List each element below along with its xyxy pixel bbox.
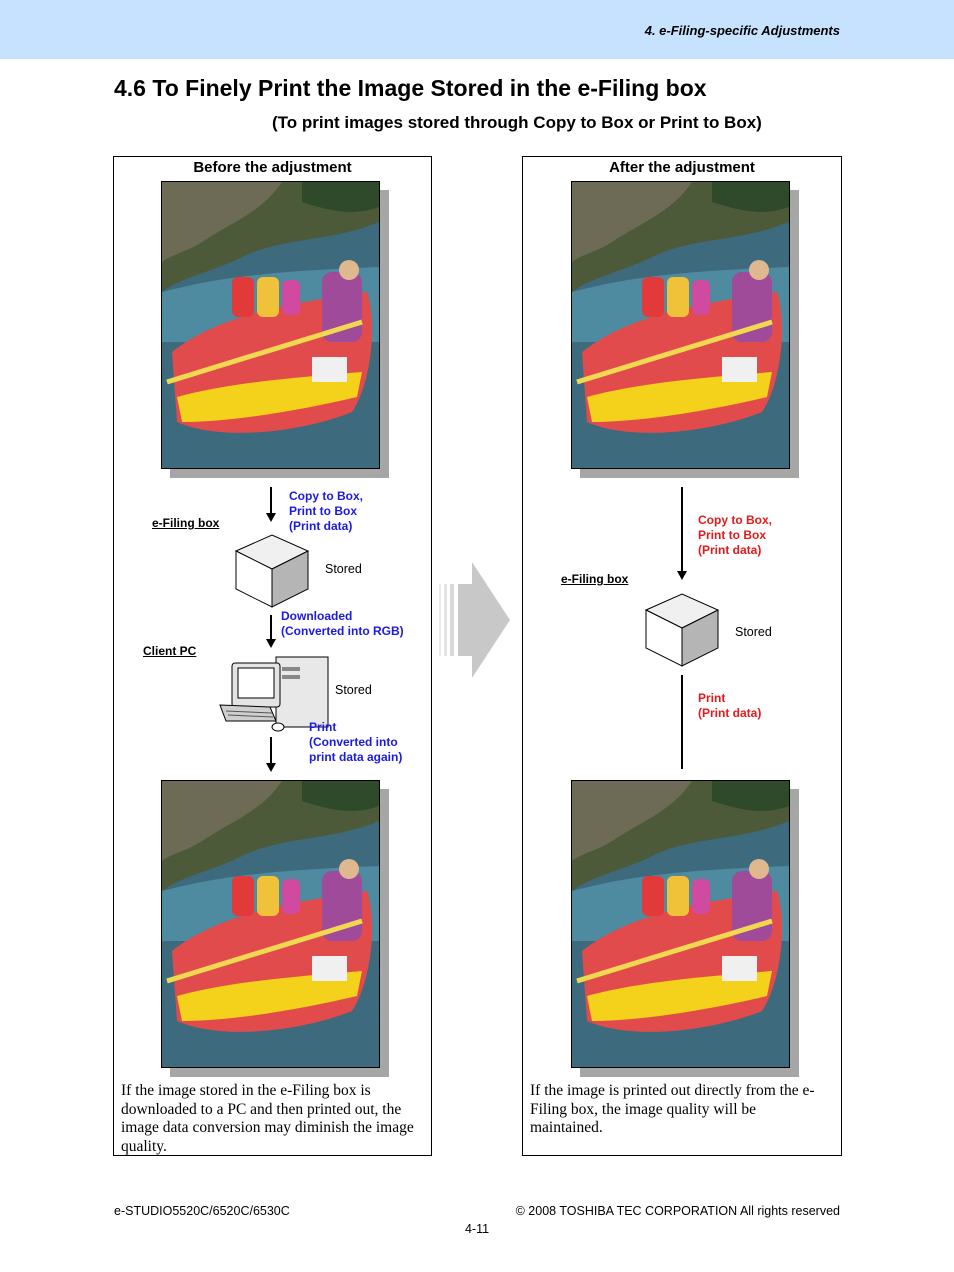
footer-copyright: © 2008 TOSHIBA TEC CORPORATION All right… (515, 1204, 840, 1218)
arrow-down-icon (681, 675, 683, 769)
before-downloaded-label: Downloaded (Converted into RGB) (281, 609, 404, 638)
page-subtitle: (To print images stored through Copy to … (272, 113, 762, 132)
after-caption: If the image is printed out directly fro… (530, 1082, 815, 1136)
section-header: 4. e-Filing-specific Adjustments (644, 23, 840, 38)
before-stored-1: Stored (325, 562, 362, 576)
after-title: After the adjustment (609, 159, 755, 176)
client-pc-label: Client PC (143, 644, 197, 658)
before-panel: Before the adjustment Copy to Box, Print… (113, 156, 432, 1156)
before-title: Before the adjustment (193, 159, 352, 176)
page-title: 4.6 To Finely Print the Image Stored in … (114, 75, 707, 101)
efiling-box-icon (642, 592, 722, 668)
footer-model: e-STUDIO5520C/6520C/6530C (114, 1204, 290, 1218)
client-pc-icon (219, 656, 329, 732)
right-arrow-icon (439, 562, 510, 678)
arrow-down-icon (266, 487, 276, 522)
before-stored-2: Stored (335, 683, 372, 697)
after-print-label: Print (Print data) (698, 691, 762, 720)
after-stored: Stored (735, 625, 772, 639)
after-efiling-label: e-Filing box (561, 572, 629, 586)
after-panel: After the adjustment Copy to Box, Print … (522, 156, 842, 1156)
page-number: 4-11 (464, 1222, 490, 1236)
after-copy-label: Copy to Box, Print to Box (Print data) (698, 513, 772, 557)
after-printed-photo (571, 780, 799, 1077)
arrow-down-icon (266, 737, 276, 772)
efiling-box-icon (232, 533, 312, 609)
before-print-label: Print (Converted into print data again) (309, 720, 403, 764)
arrow-down-icon (266, 615, 276, 648)
after-original-photo (571, 181, 799, 478)
before-printed-photo (161, 780, 389, 1077)
arrow-down-icon (677, 487, 687, 580)
header-band (0, 0, 954, 59)
before-copy-label: Copy to Box, Print to Box (Print data) (289, 489, 363, 533)
before-original-photo (161, 181, 389, 478)
before-efiling-label: e-Filing box (152, 516, 220, 530)
before-caption: If the image stored in the e-Filing box … (121, 1082, 414, 1155)
